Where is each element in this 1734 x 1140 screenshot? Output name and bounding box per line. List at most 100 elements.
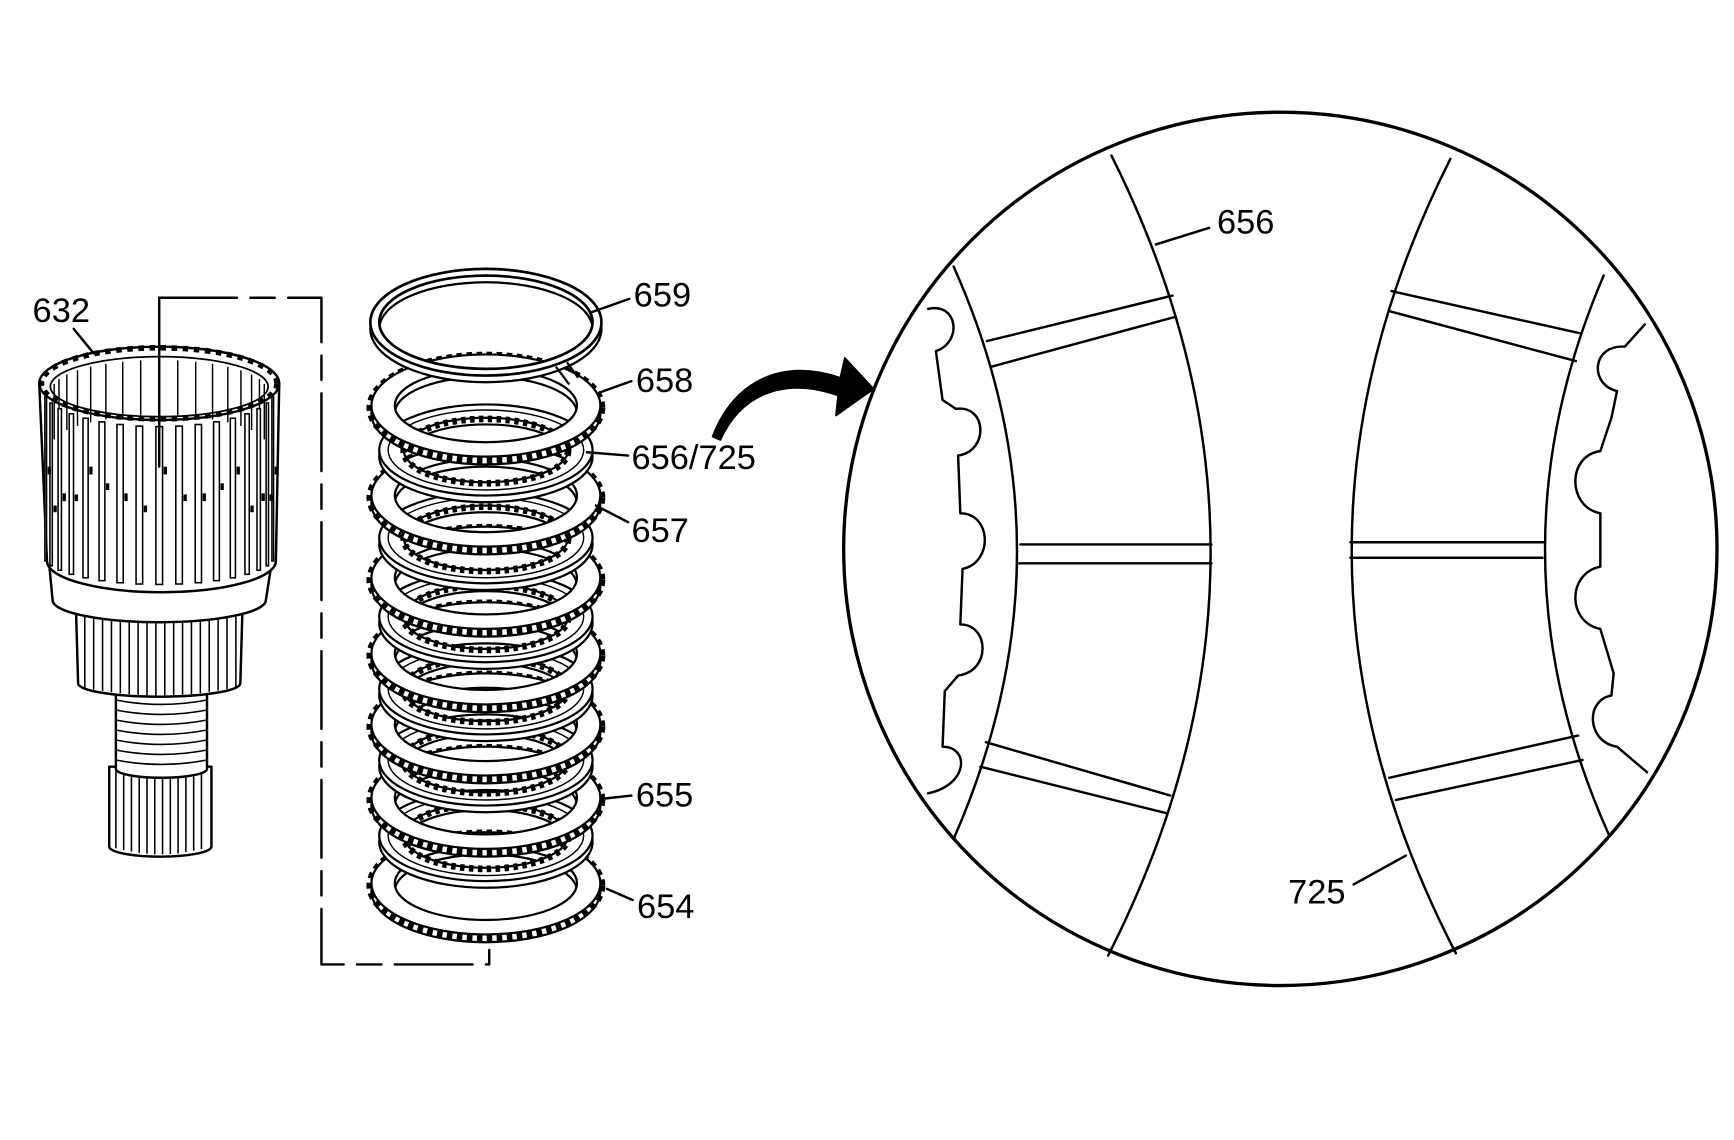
plate-outer-teeth	[366, 829, 606, 942]
drum-hole	[183, 494, 187, 502]
drum-hole	[47, 466, 51, 475]
drum-slot	[135, 425, 144, 585]
drum-hole	[53, 505, 57, 513]
label-655: 655	[636, 777, 693, 815]
drum-hole	[124, 493, 128, 502]
drum-slot	[271, 396, 275, 562]
shaft-groove	[115, 749, 208, 756]
plate-outer-teeth	[366, 670, 606, 783]
drum-hole	[269, 494, 273, 502]
spline-teeth-right	[1574, 323, 1649, 774]
clutch-pack	[366, 267, 606, 944]
friction-pad-edge-right	[1350, 157, 1458, 955]
shaft-groove	[115, 729, 208, 736]
leader-632	[72, 327, 95, 355]
groove-upper-right	[1388, 289, 1582, 363]
shaft-groove	[115, 739, 208, 746]
friction-pad-edge-left	[1106, 154, 1212, 957]
plate-outer-teeth	[366, 599, 606, 712]
shaft-groove	[115, 759, 208, 766]
groove-middle-left	[1018, 543, 1213, 565]
plate-inner-edge-left	[952, 265, 1019, 841]
snap-ring	[368, 267, 603, 386]
label-657: 657	[631, 512, 688, 550]
drum-slot	[265, 402, 270, 567]
leader-655	[600, 794, 633, 801]
shaft-seal-grooves	[115, 699, 208, 766]
label-659: 659	[634, 277, 691, 315]
drum-slots	[44, 396, 279, 586]
plate-outer-teeth	[366, 351, 606, 464]
drum-slot	[57, 407, 63, 572]
drum-hole	[143, 505, 148, 513]
drum-slot	[229, 417, 237, 579]
drum-hole	[261, 493, 265, 502]
leader-656-725	[585, 451, 630, 457]
drum-hole	[220, 483, 224, 490]
snap-ring-face	[368, 267, 603, 377]
friction-pad-edge	[387, 409, 585, 491]
label-654: 654	[637, 888, 694, 926]
drum-slot	[244, 413, 251, 576]
drum-hole	[274, 466, 279, 475]
drum-slot	[82, 417, 89, 579]
drum-back-wall-slots	[53, 360, 265, 440]
label-632: 632	[33, 292, 90, 330]
drum-slot	[44, 396, 48, 562]
leader-659	[590, 297, 631, 314]
drum-slot	[212, 421, 221, 582]
label-detail-725: 725	[1288, 873, 1345, 911]
leader-654	[605, 887, 634, 902]
shaft-groove	[115, 709, 208, 716]
plate-inner-teeth	[400, 415, 572, 487]
friction-clutch-plate	[378, 403, 594, 504]
leader-657	[594, 504, 630, 524]
drum-hole	[74, 494, 78, 502]
drum-slot	[116, 423, 124, 584]
plate-outer-teeth	[366, 523, 606, 637]
drum-slot	[256, 407, 262, 572]
detail-magnified-view: 656 725	[841, 110, 1719, 988]
detail-callout-arrow	[711, 356, 875, 441]
spline-teeth-left	[926, 306, 986, 795]
plate-inner-edge-right	[1543, 274, 1611, 837]
label-658: 658	[636, 362, 693, 400]
drum-rim-teeth	[38, 345, 280, 422]
shaft	[114, 685, 209, 779]
steel-clutch-plate	[366, 599, 606, 714]
drum-slot	[194, 423, 203, 584]
drum-hole	[105, 483, 110, 490]
drum-slot	[68, 413, 75, 576]
drum-hole	[202, 493, 206, 502]
drum-hole	[250, 505, 254, 513]
drum-slot	[49, 402, 54, 567]
steel-clutch-plate	[366, 523, 606, 638]
drum-hole	[163, 466, 167, 475]
label-656-725: 656/725	[631, 439, 755, 477]
shaft-spline-end	[107, 765, 213, 858]
leader-658	[599, 379, 633, 394]
shaft-groove	[115, 699, 208, 706]
assembly-bracket-line	[157, 296, 491, 966]
groove-middle-right	[1349, 541, 1546, 559]
snap-ring-gap	[554, 361, 580, 386]
shaft-spline-teeth	[115, 771, 203, 855]
drum-hole	[89, 466, 93, 475]
drum-hole	[62, 493, 66, 502]
drum-slot	[175, 425, 184, 585]
groove-lower-left	[979, 741, 1172, 815]
groove-lower-right	[1388, 734, 1584, 802]
groove-upper-left	[985, 294, 1178, 368]
leader-detail-725	[1352, 854, 1408, 886]
drum-slot	[98, 421, 106, 582]
plate-outer-teeth	[366, 441, 606, 554]
gear-hub-teeth	[83, 608, 237, 696]
leader-lines	[72, 297, 634, 902]
detail-circle	[841, 110, 1719, 988]
leader-detail-656	[1154, 226, 1211, 246]
label-detail-656: 656	[1217, 203, 1274, 241]
friction-grooves	[979, 289, 1584, 815]
shaft-groove	[115, 719, 208, 726]
drum-hole	[236, 466, 240, 475]
